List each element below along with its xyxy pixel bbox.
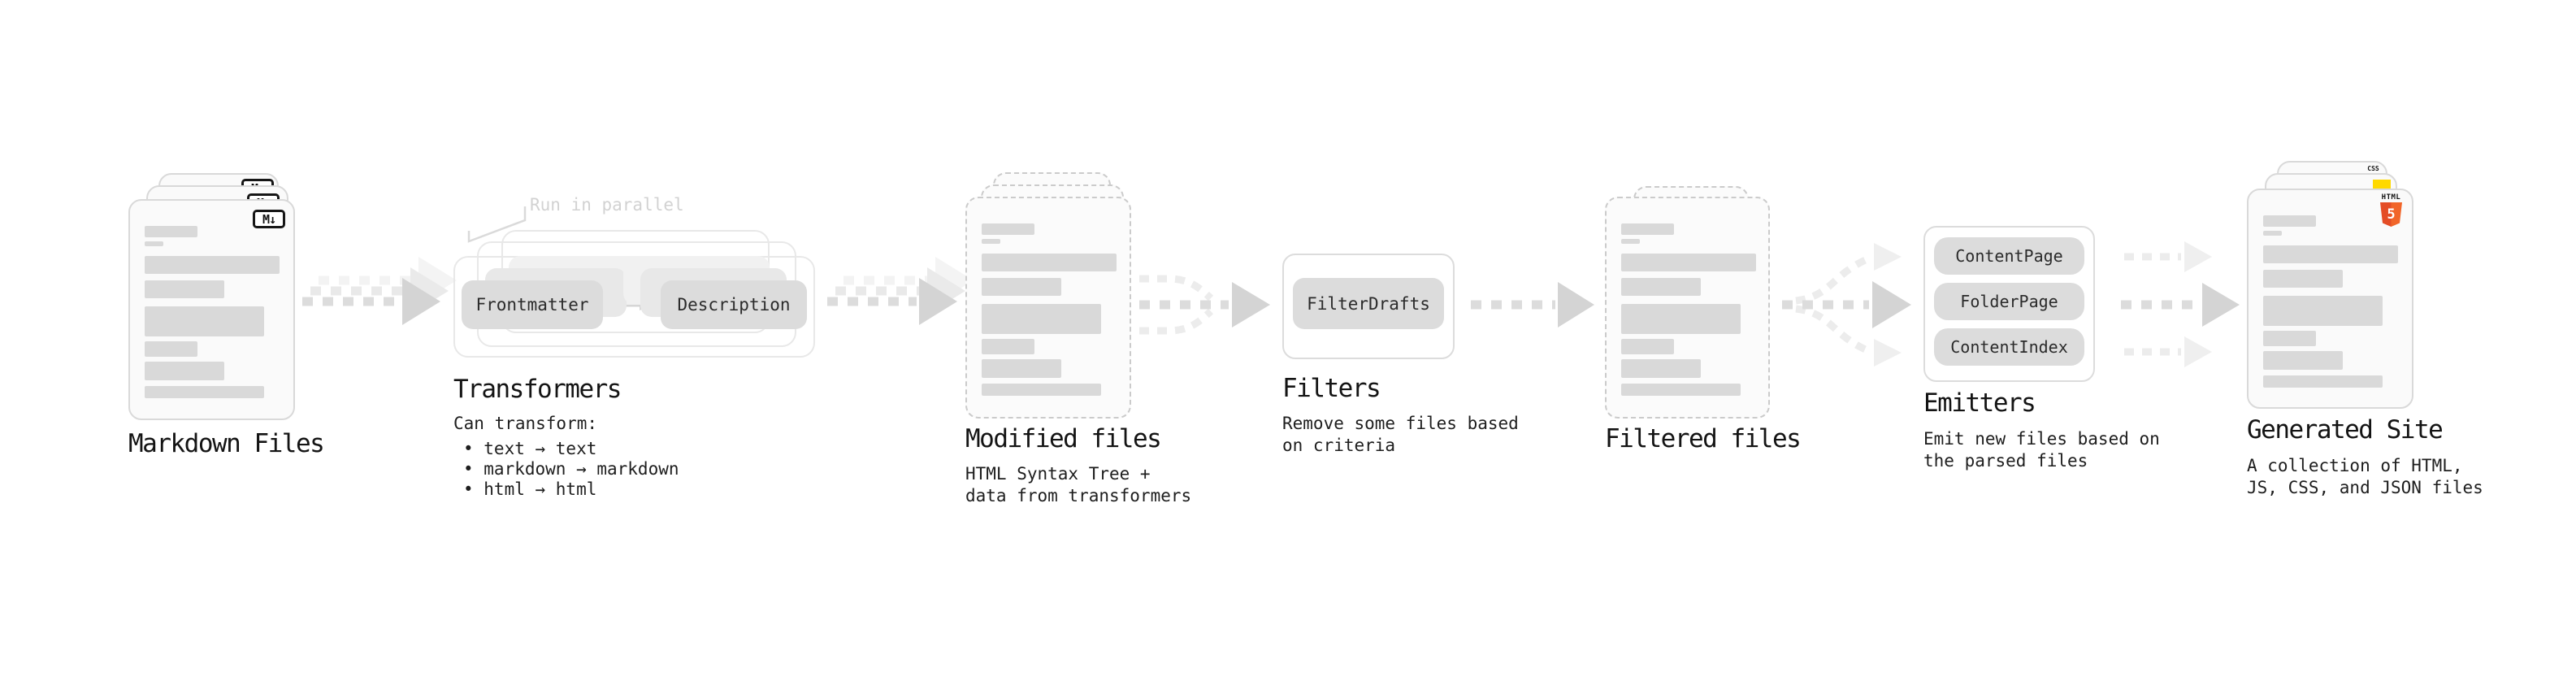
skeleton-text-bar	[2263, 215, 2316, 227]
arrow-modified-to-filters-merge	[1139, 275, 1270, 335]
skeleton-text-bar	[982, 254, 1117, 271]
markdown-files-label: Markdown Files	[128, 429, 325, 458]
skeleton-text-bar	[1621, 239, 1640, 244]
desc-line: JS, CSS, and JSON files	[2247, 478, 2483, 497]
generated-site-desc: A collection of HTML, JS, CSS, and JSON …	[2247, 455, 2483, 499]
skeleton-text-bar	[145, 241, 163, 246]
skeleton-text-bar	[982, 359, 1061, 378]
javascript-icon	[2373, 180, 2391, 189]
generated-site-label: Generated Site	[2247, 415, 2444, 445]
skeleton-text-bar	[982, 339, 1034, 354]
skeleton-text-bar	[145, 341, 197, 357]
skeleton-text-bar	[982, 384, 1101, 396]
skeleton-text-bar	[1621, 359, 1701, 378]
transformers-desc-title: Can transform:	[453, 414, 598, 433]
filters-heading: Filters	[1282, 374, 1381, 403]
bullet-item: • html → html	[463, 479, 597, 499]
bullet-item: • markdown → markdown	[463, 459, 679, 479]
skeleton-text-bar	[982, 223, 1034, 235]
skeleton-text-bar	[1621, 254, 1756, 271]
emitters-heading: Emitters	[1923, 388, 2036, 418]
desc-line: Remove some files based	[1282, 414, 1519, 433]
skeleton-text-bar	[982, 239, 1000, 244]
arrow-filters-to-filtered	[1471, 282, 1594, 327]
skeleton-text-bar	[145, 226, 197, 237]
skeleton-text-bar	[145, 306, 264, 336]
run-in-parallel-note: Run in parallel	[530, 195, 684, 215]
generated-file-card-front: HTML 5	[2247, 189, 2413, 409]
skeleton-text-bar	[1621, 339, 1674, 354]
skeleton-text-bar	[982, 278, 1061, 296]
skeleton-text-bar	[1621, 304, 1741, 334]
modified-files-desc: HTML Syntax Tree + data from transformer…	[965, 463, 1191, 507]
skeleton-text-bar	[145, 280, 224, 298]
html5-icon: HTML 5	[2380, 194, 2402, 227]
filters-desc: Remove some files based on criteria	[1282, 413, 1519, 457]
modified-files-label: Modified files	[965, 424, 1162, 453]
skeleton-text-bar	[2263, 245, 2398, 263]
markdown-file-card-front: M↓	[128, 199, 295, 420]
description-node: Description	[661, 280, 807, 329]
desc-line: the parsed files	[1923, 451, 2088, 471]
skeleton-text-bar	[2263, 270, 2343, 288]
arrow-markdown-to-transformers	[302, 257, 457, 325]
arrow-emitters-to-generated	[2121, 241, 2240, 367]
contentpage-node: ContentPage	[1934, 237, 2084, 275]
modified-file-card-front	[965, 197, 1131, 419]
skeleton-text-bar	[1621, 278, 1701, 296]
bullet-item: • text → text	[463, 439, 597, 458]
desc-line: on criteria	[1282, 436, 1396, 455]
skeleton-text-bar	[1621, 384, 1741, 396]
filtered-files-label: Filtered files	[1605, 424, 1802, 453]
skeleton-text-bar	[982, 304, 1101, 334]
markdown-icon: M↓	[253, 210, 285, 228]
contentindex-node: ContentIndex	[1934, 328, 2084, 366]
run-in-parallel-leader-line	[467, 206, 527, 243]
transformers-bullet-list: • text → text • markdown → markdown • ht…	[463, 439, 679, 500]
filtered-file-card-front	[1605, 197, 1770, 419]
skeleton-text-bar	[145, 386, 264, 398]
desc-line: Emit new files based on	[1923, 429, 2160, 449]
skeleton-text-bar	[2263, 231, 2282, 236]
skeleton-text-bar	[145, 362, 224, 380]
arrow-filtered-to-emitters-fork	[1782, 243, 1911, 367]
arrow-transformers-to-modified	[827, 257, 974, 325]
emitters-desc: Emit new files based on the parsed files	[1923, 428, 2160, 472]
skeleton-text-bar	[2263, 331, 2316, 346]
transformers-heading: Transformers	[453, 375, 622, 404]
desc-line: data from transformers	[965, 486, 1192, 505]
filterdrafts-node: FilterDrafts	[1293, 278, 1444, 329]
desc-line: A collection of HTML,	[2247, 456, 2463, 475]
folderpage-node: FolderPage	[1934, 283, 2084, 320]
skeleton-text-bar	[2263, 351, 2343, 370]
skeleton-text-bar	[1621, 223, 1674, 235]
desc-line: HTML Syntax Tree +	[965, 464, 1151, 484]
skeleton-text-bar	[145, 256, 280, 274]
skeleton-text-bar	[2263, 296, 2383, 326]
skeleton-text-bar	[2263, 375, 2383, 388]
frontmatter-node: Frontmatter	[462, 280, 603, 329]
